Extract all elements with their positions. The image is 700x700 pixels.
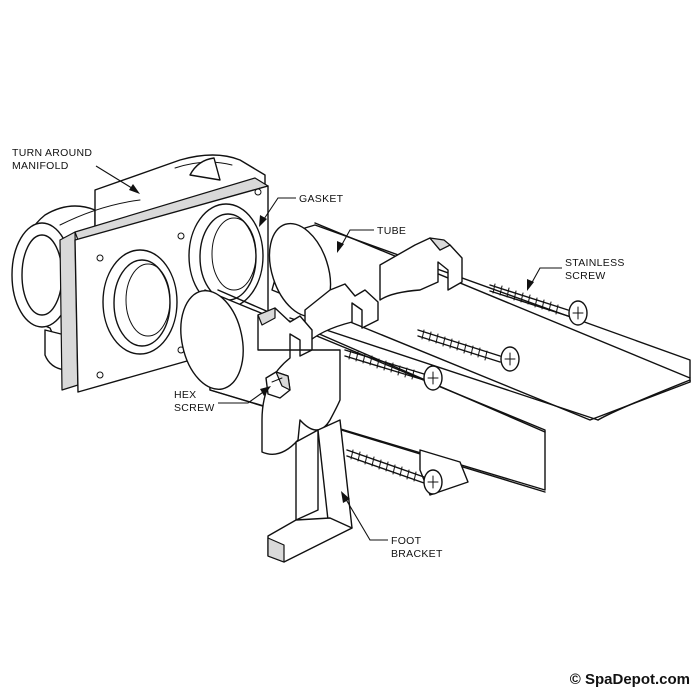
leader-foot	[341, 491, 388, 541]
label-hex-line1: HEX	[174, 389, 197, 401]
leader-manifold	[95, 165, 140, 194]
leader-tube	[337, 229, 374, 253]
leader-gasket	[259, 197, 296, 227]
stainless-screw-2	[417, 329, 520, 372]
label-manifold-line2: MANIFOLD	[12, 160, 69, 172]
label-tube: TUBE	[377, 225, 406, 237]
label-hex-line2: SCREW	[174, 402, 215, 414]
pipe-support-bracket	[257, 237, 469, 563]
label-stainless-line2: SCREW	[565, 270, 606, 282]
leader-hex	[218, 386, 271, 404]
watermark-copyright: © SpaDepot.com	[570, 671, 690, 688]
label-foot-line1: FOOT	[391, 535, 422, 547]
label-foot-line2: BRACKET	[391, 548, 443, 560]
label-manifold-line1: TURN AROUND	[12, 147, 92, 159]
stainless-screw-3	[344, 349, 443, 391]
label-stainless-line1: STAINLESS	[565, 257, 625, 269]
hex-screw	[265, 371, 291, 399]
leader-stainless	[527, 267, 562, 291]
stainless-screw-4	[346, 449, 443, 495]
label-gasket: GASKET	[299, 193, 344, 205]
stainless-screw-1	[489, 283, 588, 326]
